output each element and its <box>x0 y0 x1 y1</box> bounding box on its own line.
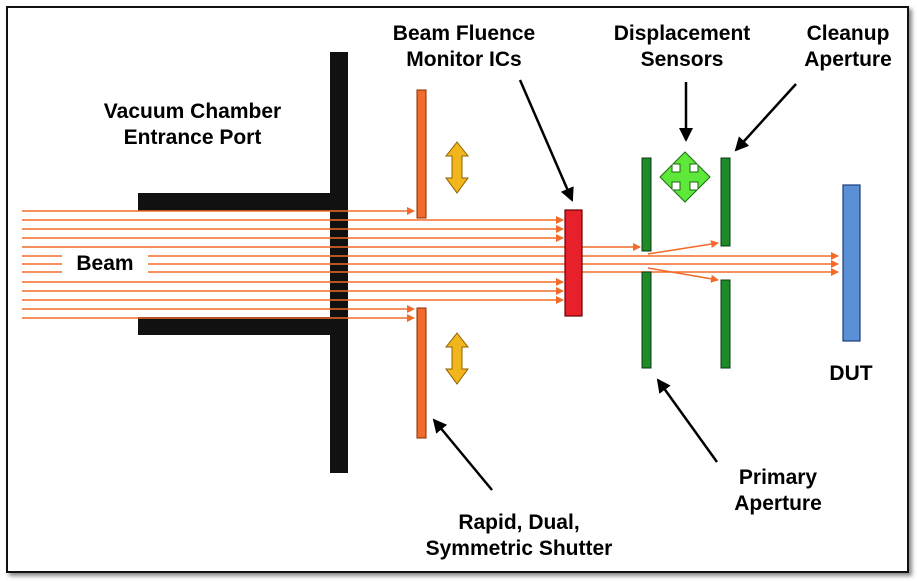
scattered-ray <box>647 267 719 283</box>
shutter-lower-blade <box>416 307 427 439</box>
pointer-fluence-monitor <box>518 79 574 202</box>
primary-aperture <box>641 157 652 369</box>
shutter-label: Rapid, Dual, Symmetric Shutter <box>392 510 646 562</box>
beam-label: Beam <box>76 252 134 275</box>
pointer-shutter <box>432 418 493 491</box>
primary-aperture-label-line2: Aperture <box>734 492 822 515</box>
shutter-label-line2: Symmetric Shutter <box>425 537 613 560</box>
fluence-monitor-label: Beam Fluence Monitor ICs <box>368 21 560 73</box>
primary-aperture-upper <box>641 157 652 252</box>
cleanup-aperture-lower <box>720 279 731 369</box>
cleanup-aperture-upper <box>720 157 731 247</box>
cleanup-aperture-label-line2: Aperture <box>804 48 892 71</box>
beam-label-background <box>62 249 148 279</box>
port-tube-bottom <box>138 317 348 335</box>
vacuum-chamber-port <box>138 52 348 473</box>
displacement-sensors-label: Displacement Sensors <box>590 21 774 73</box>
fluence-monitor-label-line2: Monitor ICs <box>406 48 522 71</box>
cleanup-aperture <box>720 157 731 369</box>
diagram-frame <box>6 6 909 573</box>
double-arrow-vertical-icon <box>444 332 470 385</box>
fluence-monitor <box>564 209 583 317</box>
displacement-sensors-label-line2: Sensors <box>640 48 724 71</box>
displacement-sensors-label-line1: Displacement <box>613 22 751 45</box>
pointer-arrows <box>432 79 797 491</box>
cleanup-aperture-label: Cleanup Aperture <box>788 21 908 73</box>
shutter-upper-blade <box>416 89 427 219</box>
pointer-primary-aperture <box>656 378 719 463</box>
double-arrow-vertical-icon <box>444 141 470 194</box>
primary-aperture-lower <box>641 271 652 369</box>
shutter-label-line1: Rapid, Dual, <box>458 511 580 534</box>
four-way-arrow-icon <box>659 151 711 203</box>
port-tube-top <box>138 193 348 211</box>
vacuum-chamber-label: Vacuum Chamber Entrance Port <box>80 99 305 151</box>
fluence-monitor-label-line1: Beam Fluence <box>392 22 536 45</box>
scattered-ray <box>647 240 719 255</box>
shutter <box>416 89 427 439</box>
beam-rays <box>22 207 839 322</box>
dut-label: DUT <box>829 362 873 385</box>
vacuum-chamber-label-line2: Entrance Port <box>123 126 262 149</box>
cleanup-aperture-label-line1: Cleanup <box>806 22 890 45</box>
primary-aperture-label: Primary Aperture <box>712 465 844 517</box>
chamber-wall <box>330 52 348 473</box>
primary-aperture-label-line1: Primary <box>738 466 818 489</box>
dut-target <box>842 184 861 342</box>
vacuum-chamber-label-line1: Vacuum Chamber <box>103 100 282 123</box>
pointer-cleanup-aperture <box>734 83 797 152</box>
